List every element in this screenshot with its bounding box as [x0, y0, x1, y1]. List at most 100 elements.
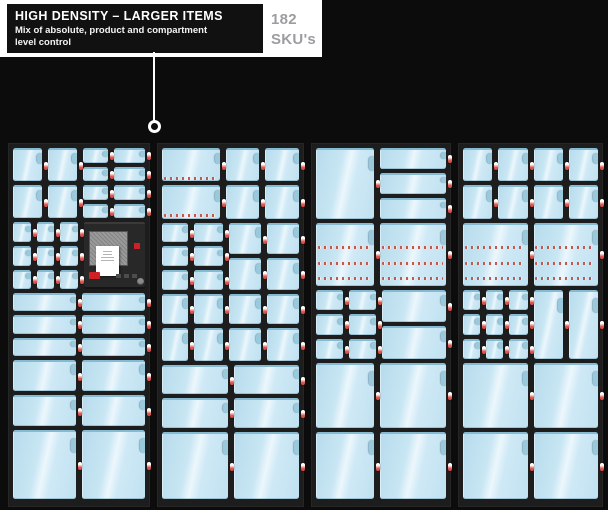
- door-lock-icon: [448, 155, 452, 164]
- cabinet-band: [463, 362, 604, 428]
- locker-door: [316, 148, 381, 219]
- title-card: HIGH DENSITY – LARGER ITEMS Mix of absol…: [7, 4, 263, 53]
- locker-door: [13, 359, 82, 392]
- locker-door: [265, 185, 305, 219]
- door-lock-icon: [224, 341, 229, 350]
- locker-door: [508, 314, 535, 335]
- cabinet-band: [316, 432, 452, 499]
- door-lock-icon: [530, 345, 535, 354]
- door-lock-icon: [448, 339, 453, 348]
- cabinet-column: [82, 293, 151, 356]
- cabinet-band: [463, 222, 604, 286]
- locker-door: [316, 290, 350, 311]
- locker-door: [380, 362, 452, 428]
- locker-door: [228, 293, 267, 325]
- door-lock-icon: [78, 198, 83, 207]
- locker-door: [36, 245, 61, 266]
- cabinet-band: [13, 293, 151, 356]
- cabinet-column: [380, 148, 452, 219]
- door-lock-icon: [529, 251, 534, 260]
- cabinet-band: [463, 432, 604, 499]
- door-lock-icon: [32, 276, 37, 285]
- door-lock-icon: [229, 410, 234, 419]
- door-lock-icon: [79, 252, 84, 261]
- locker-door: [485, 314, 509, 335]
- sku-label: SKU's: [271, 30, 317, 48]
- door-lock-icon: [301, 199, 305, 208]
- cabinet-column: [534, 290, 569, 359]
- locker-door: [225, 185, 266, 219]
- door-lock-icon: [43, 161, 48, 170]
- locker-door: [508, 290, 535, 311]
- cabinet-column: [349, 290, 383, 359]
- door-lock-icon: [110, 170, 115, 179]
- page-title: HIGH DENSITY – LARGER ITEMS: [15, 9, 223, 23]
- cabinet-column: [498, 148, 534, 219]
- cabinet-column: [13, 359, 82, 427]
- door-lock-icon: [110, 152, 115, 161]
- door-lock-icon: [529, 392, 534, 401]
- cabinet-column: [162, 293, 195, 325]
- door-lock-icon: [147, 372, 151, 381]
- cabinet-column: [380, 362, 452, 428]
- locker-door: [82, 203, 115, 219]
- cabinet-column: [60, 222, 84, 290]
- locker-door: [463, 222, 534, 286]
- locker-door: [60, 245, 84, 266]
- cabinet-band: [316, 362, 452, 428]
- item-shelf-dots: [317, 261, 372, 265]
- door-lock-icon: [378, 345, 383, 354]
- locker-door: [349, 314, 383, 335]
- item-shelf-dots: [535, 245, 596, 249]
- door-lock-icon: [262, 235, 267, 244]
- locker-door: [498, 185, 534, 219]
- door-lock-icon: [301, 235, 305, 244]
- cabinet-column: [382, 290, 453, 359]
- locker-door: [13, 185, 48, 219]
- locker-door: [349, 290, 383, 311]
- locker-cabinet-3: [311, 143, 453, 507]
- locker-door: [13, 222, 37, 242]
- cabinet-column: [485, 290, 509, 359]
- locker-door: [568, 148, 604, 182]
- locker-door: [266, 328, 305, 361]
- door-lock-icon: [600, 462, 604, 471]
- door-lock-icon: [376, 251, 381, 260]
- item-shelf-dots: [317, 245, 372, 249]
- door-lock-icon: [79, 276, 84, 285]
- locker-door: [13, 337, 82, 356]
- cabinet-band: [162, 328, 305, 361]
- door-lock-icon: [224, 229, 229, 238]
- locker-door: [533, 432, 604, 499]
- door-lock-icon: [147, 299, 151, 308]
- locker-door: [508, 338, 535, 359]
- door-lock-icon: [261, 161, 266, 170]
- door-lock-icon: [448, 180, 452, 189]
- subtitle-line1: Mix of absolute, product and compartment: [15, 25, 208, 36]
- door-lock-icon: [56, 252, 61, 261]
- door-lock-icon: [229, 376, 234, 385]
- locker-door: [162, 222, 195, 243]
- cabinet-column: [316, 290, 350, 359]
- door-lock-icon: [504, 321, 509, 330]
- locker-door: [114, 148, 152, 163]
- locker-door: [114, 166, 152, 182]
- locker-door: [316, 338, 350, 359]
- cabinet-column: [316, 222, 381, 286]
- item-shelf-dots: [163, 177, 218, 180]
- locker-door: [162, 246, 195, 267]
- door-lock-icon: [529, 161, 534, 170]
- cabinet-band: [13, 148, 152, 219]
- cabinet-band: [463, 290, 604, 359]
- locker-door: [13, 315, 82, 334]
- locker-door: [82, 430, 151, 499]
- cabinet-column: [13, 148, 48, 219]
- sku-count: 182: [271, 11, 297, 28]
- item-shelf-dots: [382, 277, 444, 281]
- locker-door: [162, 398, 234, 429]
- cabinet-column: [568, 290, 604, 359]
- door-lock-icon: [261, 199, 266, 208]
- item-shelf-dots: [317, 277, 372, 281]
- cabinet-column: [228, 293, 267, 325]
